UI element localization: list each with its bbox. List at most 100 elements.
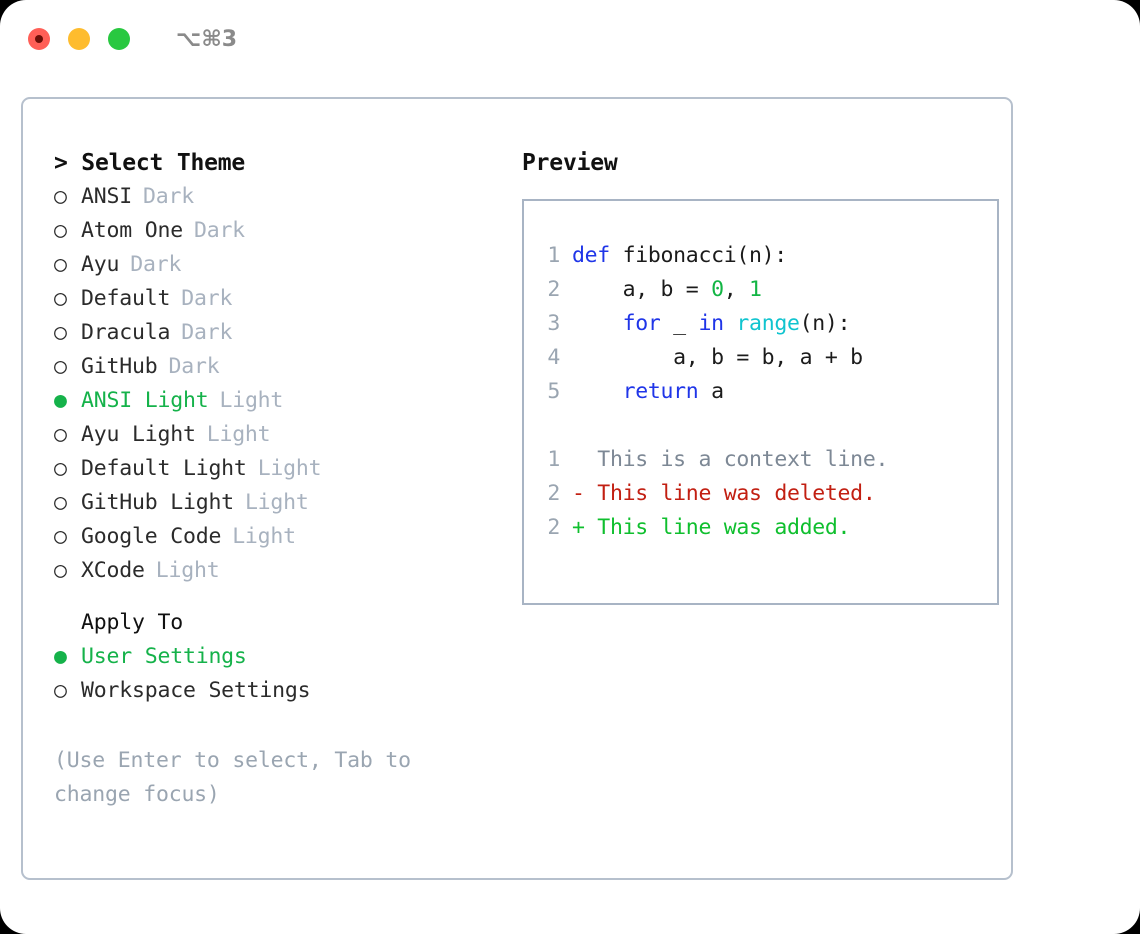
theme-option-label: Ayu Light xyxy=(81,422,196,447)
theme-variant-tag: Light xyxy=(206,422,271,447)
diff-context-line: 1 This is a context line. xyxy=(541,443,997,477)
diff-line-text: This line was added. xyxy=(597,515,851,540)
theme-option-label: Google Code xyxy=(81,524,222,549)
keyboard-shortcut-label: ⌥⌘3 xyxy=(176,26,238,52)
spacer xyxy=(54,588,503,606)
radio-unselected-icon: ○ xyxy=(54,252,67,277)
theme-variant-tag: Dark xyxy=(181,320,233,345)
code-text: a, b = xyxy=(572,277,712,302)
code-text: a xyxy=(698,379,724,404)
select-theme-header: > Select Theme xyxy=(54,150,246,176)
radio-unselected-icon: ○ xyxy=(54,218,67,243)
theme-option-label: Default xyxy=(81,286,171,311)
theme-option-atom-one[interactable]: ○ Atom One Dark xyxy=(54,214,503,248)
radio-unselected-icon: ○ xyxy=(54,184,67,209)
window-titlebar: ⌥⌘3 xyxy=(0,0,1140,78)
theme-option-label: Dracula xyxy=(81,320,171,345)
apply-to-option-label: User Settings xyxy=(81,644,247,669)
code-line-number: 4 xyxy=(547,345,560,370)
theme-option-default[interactable]: ○ Default Dark xyxy=(54,282,503,316)
code-line-content: a, b = 0, 1 xyxy=(572,273,762,307)
radio-selected-icon: ● xyxy=(54,388,67,413)
code-line: 3 for _ in range(n): xyxy=(541,307,997,341)
theme-option-label: Ayu xyxy=(81,252,120,277)
diff-sign: + xyxy=(572,515,598,540)
theme-option-label: Atom One xyxy=(81,218,183,243)
radio-unselected-icon: ○ xyxy=(54,490,67,515)
theme-variant-tag: Light xyxy=(232,524,296,549)
minimize-button[interactable] xyxy=(68,28,90,50)
code-text: (n): xyxy=(799,311,851,336)
theme-option-label: ANSI xyxy=(81,184,132,209)
window-controls xyxy=(28,28,130,50)
radio-unselected-icon: ○ xyxy=(54,286,67,311)
theme-variant-tag: Light xyxy=(219,388,284,413)
theme-variant-tag: Dark xyxy=(168,354,220,379)
code-text: a, b = b, a + b xyxy=(572,345,863,370)
theme-variant-tag: Dark xyxy=(130,252,182,277)
code-number: 1 xyxy=(749,277,762,302)
theme-variant-tag: Light xyxy=(244,490,309,515)
diff-line-text: This line was deleted. xyxy=(597,481,876,506)
code-line-number: 5 xyxy=(547,379,560,404)
close-button[interactable] xyxy=(28,28,50,50)
apply-to-list: ● User Settings ○ Workspace Settings xyxy=(54,640,503,708)
theme-option-ansi[interactable]: ○ ANSI Dark xyxy=(54,180,503,214)
theme-option-label: Default Light xyxy=(81,456,247,481)
theme-variant-tag: Dark xyxy=(181,286,233,311)
theme-variant-tag: Dark xyxy=(193,218,245,243)
code-text xyxy=(724,311,737,336)
theme-option-google-code[interactable]: ○ Google Code Light xyxy=(54,520,503,554)
radio-unselected-icon: ○ xyxy=(54,524,67,549)
theme-option-label: GitHub Light xyxy=(81,490,234,515)
radio-selected-icon: ● xyxy=(54,644,67,669)
theme-option-ayu[interactable]: ○ Ayu Dark xyxy=(54,248,503,282)
maximize-button[interactable] xyxy=(108,28,130,50)
theme-variant-tag: Dark xyxy=(142,184,194,209)
radio-unselected-icon: ○ xyxy=(54,678,67,703)
code-function: range xyxy=(736,311,800,336)
theme-option-dracula[interactable]: ○ Dracula Dark xyxy=(54,316,503,350)
diff-sign: - xyxy=(572,481,598,506)
theme-option-github-light[interactable]: ○ GitHub Light Light xyxy=(54,486,503,520)
recording-indicator-icon xyxy=(35,35,43,43)
code-line-content: def fibonacci(n): xyxy=(572,239,787,273)
code-text: _ xyxy=(660,311,699,336)
diff-line-number: 2 xyxy=(547,481,560,506)
theme-option-label: GitHub xyxy=(81,354,158,379)
apply-to-label: Apply To xyxy=(81,610,183,635)
apply-to-option-user-settings[interactable]: ● User Settings xyxy=(54,640,503,674)
code-line: 4 a, b = b, a + b xyxy=(541,341,997,375)
code-line-number: 1 xyxy=(547,243,560,268)
theme-variant-tag: Light xyxy=(155,558,220,583)
radio-unselected-icon: ○ xyxy=(54,456,67,481)
spacer xyxy=(541,409,997,443)
keyboard-hint-text: (Use Enter to select, Tab to change focu… xyxy=(54,748,411,807)
radio-unselected-icon: ○ xyxy=(54,558,67,583)
code-text xyxy=(572,311,623,336)
code-line: 1 def fibonacci(n): xyxy=(541,239,997,273)
apply-to-option-workspace-settings[interactable]: ○ Workspace Settings xyxy=(54,674,503,708)
code-text xyxy=(572,379,623,404)
apply-to-option-label: Workspace Settings xyxy=(81,678,311,703)
diff-line-number: 1 xyxy=(547,447,560,472)
code-keyword: in xyxy=(698,311,724,336)
theme-option-xcode[interactable]: ○ XCode Light xyxy=(54,554,503,588)
code-line-content: a, b = b, a + b xyxy=(572,341,863,375)
code-keyword: def xyxy=(572,243,610,268)
code-text: , xyxy=(723,277,750,302)
code-line-content: return a xyxy=(572,375,724,409)
radio-unselected-icon: ○ xyxy=(54,320,67,345)
code-number: 0 xyxy=(711,277,724,302)
theme-option-label: XCode xyxy=(81,558,145,583)
code-line: 5 return a xyxy=(541,375,997,409)
